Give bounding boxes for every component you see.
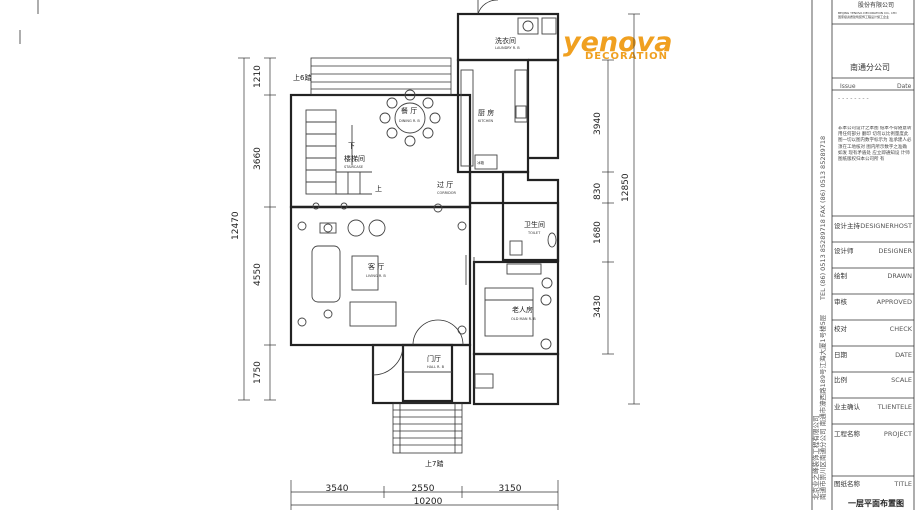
branch-name: 南通分公司 [850, 62, 890, 72]
company-logo: yenova DECORATION [563, 27, 673, 62]
vertical-contact: TEL (86) 0513 85289718 FAX (86) 0513 852… [819, 136, 827, 301]
dim-left-2: 3660 [253, 147, 263, 170]
fridge-label: 冰箱 [477, 160, 485, 165]
company-fine: 国家级资质建筑装饰工程设计施工企业 [838, 14, 889, 19]
kitchen-label-en: KITCHEN [478, 119, 494, 123]
dim-bottom-1: 3540 [326, 484, 349, 494]
laundry-label: 洗衣间 [495, 36, 516, 45]
tb-row-0-en: DESIGNERHOST [860, 222, 912, 230]
dimensions-bottom: 3540 2550 3150 10200 [290, 480, 559, 510]
walls [289, 0, 560, 454]
room-labels: 洗衣间 LAUNDRY R. B 餐 厅 DINING R. B 厨 房 KIT… [293, 36, 545, 468]
tb-row-6-en: SCALE [891, 376, 912, 384]
laundry-label-en: LAUNDRY R. B [495, 46, 520, 50]
living-label: 客 厅 [368, 262, 384, 271]
tb-row-8-en: PROJECT [884, 430, 912, 438]
tb-row-4-en: CHECK [890, 325, 913, 333]
tb-row-9-en: TITLE [893, 480, 912, 488]
dim-right-3: 1680 [593, 221, 603, 244]
furniture [297, 17, 557, 389]
tb-row-4-cn: 校对 [834, 324, 848, 333]
down-note: 下 [348, 142, 355, 150]
dim-right-4: 3430 [593, 295, 603, 318]
tb-row-9-cn: 图纸名称 [834, 479, 861, 488]
stair-label: 楼梯间 [344, 154, 365, 163]
title-block: TEL (86) 0513 85289718 FAX (86) 0513 852… [811, 0, 915, 510]
dining-label-en: DINING R. B [399, 119, 420, 123]
stair-label-en: STAIRCASE [344, 165, 363, 169]
tb-row-5-en: DATE [895, 351, 912, 359]
dim-bottom-2: 2550 [412, 484, 435, 494]
drawing-title: 一层平面布置图 [848, 498, 904, 508]
logo-sub: DECORATION [585, 51, 668, 62]
living-label-en: LIVING R. B [366, 274, 386, 278]
dim-bottom-3: 3150 [499, 484, 522, 494]
dim-bottom-total: 10200 [414, 497, 443, 507]
tb-row-6-cn: 比例 [834, 375, 847, 384]
dimensions-right: 3940 830 1680 3430 12850 [593, 13, 640, 405]
company-en: BEIJING YENOVA DECORATION CO., LTD [838, 11, 897, 15]
tb-row-2-cn: 绘制 [834, 271, 848, 280]
corridor-label: 过 厅 [437, 180, 453, 189]
dim-left-3: 4550 [253, 263, 263, 286]
dim-right-total: 12850 [621, 173, 631, 202]
tb-row-7-cn: 业主确认 [834, 402, 861, 411]
tb-row-1-cn: 设计师 [834, 246, 854, 255]
dim-left-1: 1210 [253, 65, 263, 88]
hall-label-en: HALL R. B [427, 365, 445, 369]
legal-note: 非本公司设计之本图 纸本不得随意转用任何部分 翻印 切勿以比例量度此 图一切以图… [838, 126, 912, 163]
dining-label: 餐 厅 [401, 106, 417, 115]
vertical-company: 北京业之峰装饰工程有限公司 [811, 416, 820, 501]
toilet-label-en: TOILET [527, 231, 541, 235]
tb-row-7-en: TLIENTELE [877, 403, 912, 411]
toilet-label: 卫生间 [524, 220, 545, 229]
issue-dashes: - - - - - - - - [838, 95, 869, 102]
hall-label: 门厅 [427, 354, 441, 363]
tb-row-0-cn: 设计主持 [834, 221, 861, 230]
vertical-address: 南通市崇川区南通分公司 南通市濠西路189号江海大厦1号楼5层 [818, 314, 827, 500]
tb-row-8-cn: 工程名称 [834, 429, 861, 438]
corner-marks [19, 0, 39, 44]
up6-note: 上6踏 [293, 73, 311, 82]
tb-row-3-en: APPROVED [877, 298, 912, 306]
tb-row-3-cn: 审核 [834, 297, 848, 306]
date-label: Date [897, 83, 912, 90]
logo-brand: yenova [563, 27, 673, 58]
dim-right-2: 830 [593, 183, 603, 200]
issue-label: Issue [840, 83, 856, 90]
dim-right-1: 3940 [593, 112, 603, 135]
company-top: 股份有限公司 [858, 1, 894, 9]
up7-note: 上7踏 [425, 459, 443, 468]
dimensions-left: 1210 3660 4550 1750 12470 [231, 57, 276, 401]
corridor-label-en: CORRIDOR [437, 191, 457, 195]
elder-label: 老人房 [512, 305, 533, 314]
dim-left-total: 12470 [231, 211, 241, 240]
elder-label-en: OLD MAN R. B [511, 317, 536, 321]
tb-row-2-en: DRAWN [887, 272, 912, 280]
tb-row-1-en: DESIGNER [878, 247, 912, 255]
up-note: 上 [375, 184, 382, 193]
kitchen-label: 厨 房 [478, 108, 494, 117]
tb-row-5-cn: 日期 [834, 351, 848, 359]
dim-left-4: 1750 [253, 361, 263, 384]
